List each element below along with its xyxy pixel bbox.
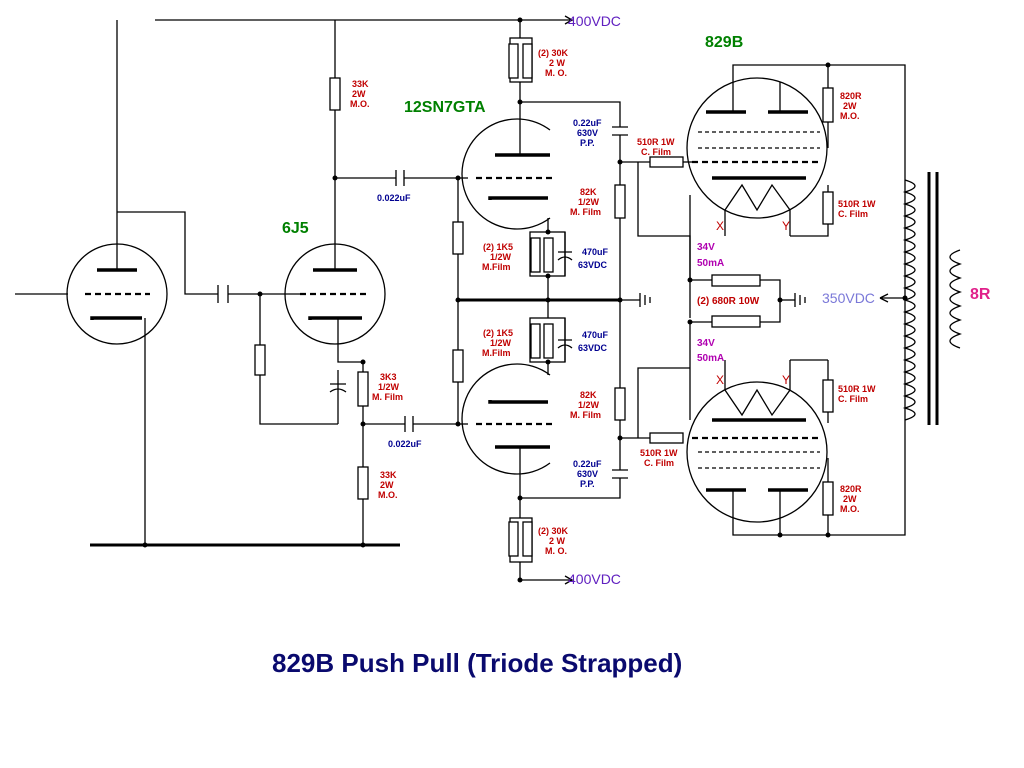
top-load-r-label-1: (2) 30K [538, 48, 569, 58]
grid-r-bottom-label-2: 1/2W [578, 400, 600, 410]
coupling-cap-bottom-label-1: 0.22uF [573, 459, 602, 469]
filament-r-top-label-2: C. Film [838, 209, 868, 219]
driver-plate-r-label-2: 2W [352, 89, 366, 99]
driver-bias-r-label-3: M. Film [372, 392, 403, 402]
grid-r-top-label-1: 82K [580, 187, 597, 197]
resistors [254, 37, 834, 563]
screen-r-top-label-2: 2W [843, 101, 857, 111]
cathode-r-top-label-1: (2) 1K5 [483, 242, 513, 252]
screen-r-bottom-label-2: 2W [843, 494, 857, 504]
filament-r-bottom-label-1: 510R 1W [838, 384, 876, 394]
grid-r-top-label-2: 1/2W [578, 197, 600, 207]
bias-top-voltage: 34V [697, 242, 715, 253]
load-label: 8R [970, 286, 991, 303]
top-load-r-label-3: M. O. [545, 68, 567, 78]
grid-r-top-label-3: M. Film [570, 207, 601, 217]
b-plus-label: 350VDC [822, 290, 875, 306]
coupling-cap-bottom-label-3: P.P. [580, 479, 595, 489]
screen-r-top-label-3: M.O. [840, 111, 860, 121]
bias-top-current: 50mA [697, 258, 724, 269]
driver-cathode-r-label-3: M.O. [378, 490, 398, 500]
coupling-cap-2-label: 0.022uF [388, 439, 422, 449]
coupling-cap-1-label: 0.022uF [377, 193, 411, 203]
grid-r-bottom-label-1: 82K [580, 390, 597, 400]
junction-dots [142, 17, 908, 583]
grid-stopper-bottom-label-1: 510R 1W [640, 448, 678, 458]
heater-x-top: X [716, 219, 724, 233]
tube-12sn7-bottom [461, 363, 555, 475]
bias-bottom-voltage: 34V [697, 338, 715, 349]
top-load-r-label-2: 2 W [549, 58, 566, 68]
cathode-r-bottom-label-3: M.Film [482, 348, 511, 358]
diagram-title: 829B Push Pull (Triode Strapped) [272, 648, 682, 678]
supply-bottom-label: 400VDC [568, 571, 621, 587]
input-tube [66, 243, 168, 345]
grid-stopper-top-label-1: 510R 1W [637, 137, 675, 147]
screen-r-bottom-label-1: 820R [840, 484, 862, 494]
driver-cathode-r-label-2: 2W [380, 480, 394, 490]
screen-r-top-label-1: 820R [840, 91, 862, 101]
cathode-cap-top-label-2: 63VDC [578, 260, 608, 270]
tube-829b-bottom [686, 360, 828, 523]
coupling-cap-top-label-2: 630V [577, 128, 598, 138]
output-transformer [902, 172, 962, 425]
bottom-load-r-label-2: 2 W [549, 536, 566, 546]
tube-829b-top [686, 77, 828, 236]
cathode-r-top-label-2: 1/2W [490, 252, 512, 262]
grounds [563, 15, 889, 585]
bottom-load-r-label-1: (2) 30K [538, 526, 569, 536]
grid-r-bottom-label-3: M. Film [570, 410, 601, 420]
filament-r-bottom-label-2: C. Film [838, 394, 868, 404]
heater-x-bottom: X [716, 373, 724, 387]
cathode-r-bottom-label-2: 1/2W [490, 338, 512, 348]
driver-cathode-r-label-1: 33K [380, 470, 397, 480]
tube-6j5-label: 6J5 [282, 220, 309, 237]
cathode-cap-bottom-label-1: 470uF [582, 330, 609, 340]
tube-12sn7-top [461, 118, 555, 230]
cathode-r-bottom-label-1: (2) 1K5 [483, 328, 513, 338]
tube-6j5 [284, 243, 386, 345]
coupling-cap-bottom-label-2: 630V [577, 469, 598, 479]
heater-y-bottom: Y [782, 373, 790, 387]
tube-829b-label: 829B [705, 34, 743, 51]
screen-r-bottom-label-3: M.O. [840, 504, 860, 514]
supply-top-label: 400VDC [568, 13, 621, 29]
bias-bottom-current: 50mA [697, 353, 724, 364]
coupling-cap-top-label-1: 0.22uF [573, 118, 602, 128]
cathode-cap-bottom-label-2: 63VDC [578, 343, 608, 353]
driver-bias-r-label-2: 1/2W [378, 382, 400, 392]
grid-stopper-top-label-2: C. Film [641, 147, 671, 157]
driver-plate-r-label-1: 33K [352, 79, 369, 89]
capacitors [217, 126, 628, 479]
cathode-r-top-label-3: M.Film [482, 262, 511, 272]
bottom-load-r-label-3: M. O. [545, 546, 567, 556]
driver-bias-r-label-1: 3K3 [380, 372, 397, 382]
cathode-cap-top-label-1: 470uF [582, 247, 609, 257]
heater-y-top: Y [782, 219, 790, 233]
filament-r-top-label-1: 510R 1W [838, 199, 876, 209]
driver-plate-r-label-3: M.O. [350, 99, 370, 109]
tube-12sn7-label: 12SN7GTA [404, 99, 486, 116]
grid-stopper-bottom-label-2: C. Film [644, 458, 674, 468]
output-cathode-r-label: (2) 680R 10W [697, 296, 760, 307]
coupling-cap-top-label-3: P.P. [580, 138, 595, 148]
